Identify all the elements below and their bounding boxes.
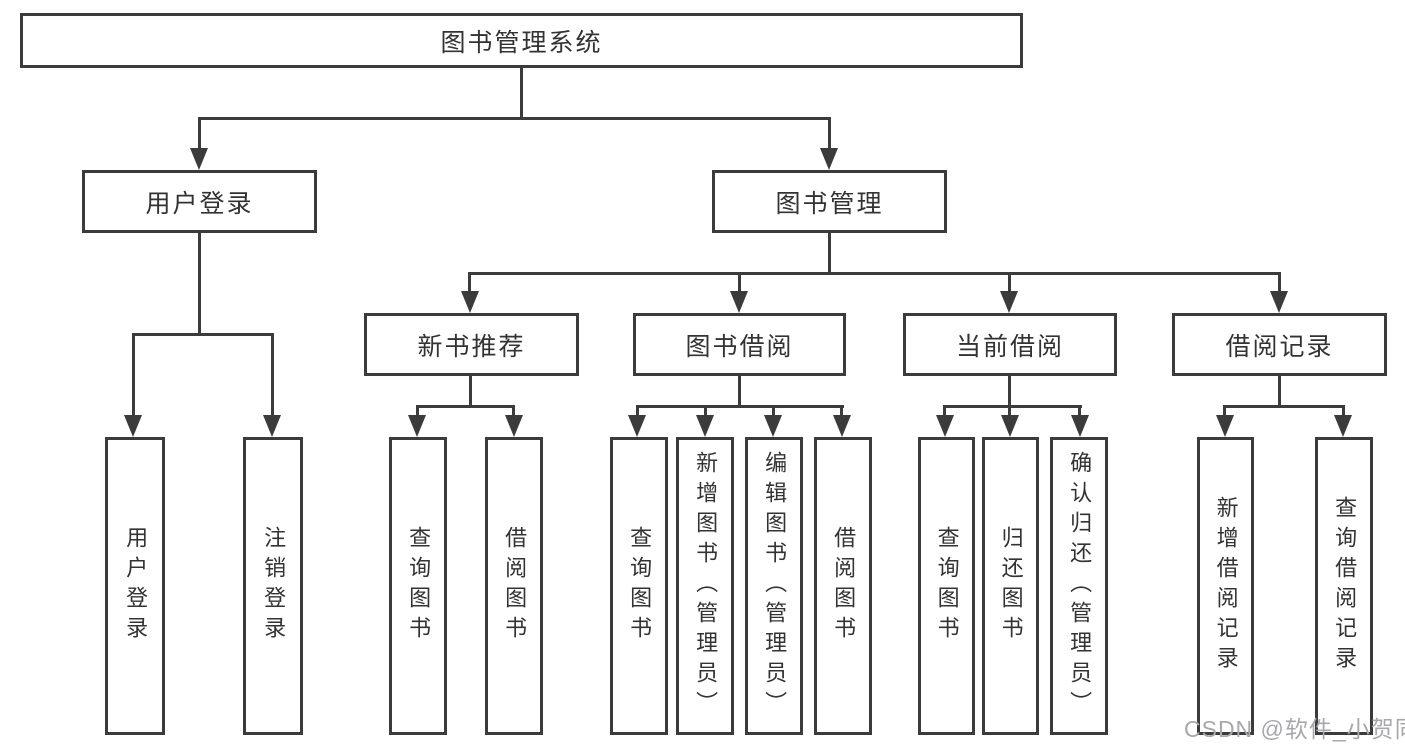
connector-line	[416, 405, 419, 418]
connector-line	[738, 272, 741, 293]
leaf-user-login: 用户登录	[105, 437, 165, 735]
connector-line	[1008, 376, 1011, 407]
node-book-borrowing: 图书借阅	[633, 313, 846, 376]
connector-line	[1078, 405, 1081, 418]
arrow-down-icon	[1001, 415, 1019, 437]
connector-line	[1223, 405, 1226, 418]
arrow-down-icon	[628, 415, 646, 437]
connector-line	[1008, 272, 1011, 293]
leaf-borrow-books-recommend: 借阅图书	[485, 437, 543, 735]
arrow-down-icon	[696, 415, 714, 437]
node-user-login-label: 用户登录	[145, 189, 254, 218]
node-borrowing-records-label: 借阅记录	[1225, 332, 1334, 361]
arrow-down-icon	[833, 415, 851, 437]
connector-line	[738, 376, 741, 407]
connector-line	[636, 405, 844, 408]
watermark: CSDN @软件_小贺同学	[1184, 716, 1405, 742]
leaf-logout: 注销登录	[243, 437, 303, 735]
leaf-query-books-recommend: 查询图书	[389, 437, 447, 735]
node-current-borrowing-label: 当前借阅	[955, 332, 1064, 361]
leaf-edit-book-admin: 编辑图书（管理员）	[745, 437, 803, 735]
node-new-book-recommendation-label: 新书推荐	[417, 332, 526, 361]
node-book-borrowing-label: 图书借阅	[685, 332, 794, 361]
leaf-query-books-current-label: 查询图书	[934, 526, 960, 646]
arrow-down-icon	[461, 291, 479, 313]
connector-line	[416, 405, 515, 408]
leaf-return-book: 归还图书	[982, 437, 1039, 735]
connector-line	[943, 405, 946, 418]
connector-line	[469, 272, 1281, 275]
arrow-down-icon	[1216, 415, 1234, 437]
leaf-add-book-admin: 新增图书（管理员）	[676, 437, 734, 735]
connector-line	[943, 405, 1082, 408]
leaf-logout-label: 注销登录	[261, 526, 287, 646]
connector-line	[468, 272, 471, 293]
node-user-login: 用户登录	[82, 170, 317, 233]
connector-line	[198, 117, 831, 120]
connector-line	[469, 376, 472, 407]
leaf-return-book-label: 归还图书	[998, 526, 1024, 646]
connector-line	[1223, 405, 1345, 408]
leaf-query-borrow-record-label: 查询借阅记录	[1332, 496, 1358, 676]
arrow-down-icon	[1000, 291, 1018, 313]
arrow-down-icon	[764, 415, 782, 437]
leaf-borrow-books-recommend-label: 借阅图书	[502, 526, 528, 646]
node-current-borrowing: 当前借阅	[903, 313, 1117, 376]
arrow-down-icon	[1270, 291, 1288, 313]
connector-line	[1342, 405, 1345, 418]
arrow-down-icon	[820, 148, 838, 170]
connector-line	[198, 233, 201, 335]
leaf-edit-book-admin-label: 编辑图书（管理员）	[762, 451, 788, 721]
connector-line	[1278, 272, 1281, 293]
arrow-down-icon	[1334, 415, 1352, 437]
node-root: 图书管理系统	[20, 13, 1023, 68]
connector-line	[198, 117, 201, 150]
connector-line	[772, 405, 775, 418]
leaf-add-borrow-record: 新增借阅记录	[1197, 437, 1254, 735]
connector-line	[132, 333, 274, 336]
arrow-down-icon	[190, 148, 208, 170]
leaf-query-borrow-record: 查询借阅记录	[1315, 437, 1373, 735]
connector-line	[636, 405, 639, 418]
leaf-borrow-books-borrow-label: 借阅图书	[831, 526, 857, 646]
leaf-add-book-admin-label: 新增图书（管理员）	[693, 451, 719, 721]
node-new-book-recommendation: 新书推荐	[364, 313, 579, 376]
node-borrowing-records: 借阅记录	[1172, 313, 1387, 376]
connector-line	[520, 67, 523, 120]
leaf-query-books-current: 查询图书	[918, 437, 975, 735]
arrow-down-icon	[730, 291, 748, 313]
connector-line	[704, 405, 707, 418]
connector-line	[828, 233, 831, 274]
leaf-confirm-return-admin: 确认归还（管理员）	[1050, 437, 1108, 735]
leaf-add-borrow-record-label: 新增借阅记录	[1213, 496, 1239, 676]
node-book-management-label: 图书管理	[775, 189, 884, 218]
arrow-down-icon	[505, 415, 523, 437]
arrow-down-icon	[1071, 415, 1089, 437]
arrow-down-icon	[936, 415, 954, 437]
leaf-query-books-borrow-label: 查询图书	[627, 526, 653, 646]
connector-line	[271, 333, 274, 417]
connector-line	[840, 405, 843, 418]
node-root-label: 图书管理系统	[440, 28, 603, 57]
connector-line	[828, 117, 831, 150]
leaf-query-books-borrow: 查询图书	[610, 437, 668, 735]
leaf-query-books-recommend-label: 查询图书	[406, 526, 432, 646]
arrow-down-icon	[263, 415, 281, 437]
connector-line	[1008, 405, 1011, 418]
leaf-borrow-books-borrow: 借阅图书	[814, 437, 872, 735]
connector-line	[1278, 376, 1281, 407]
connector-line	[512, 405, 515, 418]
arrow-down-icon	[124, 415, 142, 437]
leaf-confirm-return-admin-label: 确认归还（管理员）	[1067, 451, 1093, 721]
connector-line	[132, 333, 135, 417]
leaf-user-login-label: 用户登录	[123, 526, 149, 646]
arrow-down-icon	[408, 415, 426, 437]
node-book-management: 图书管理	[712, 170, 947, 233]
